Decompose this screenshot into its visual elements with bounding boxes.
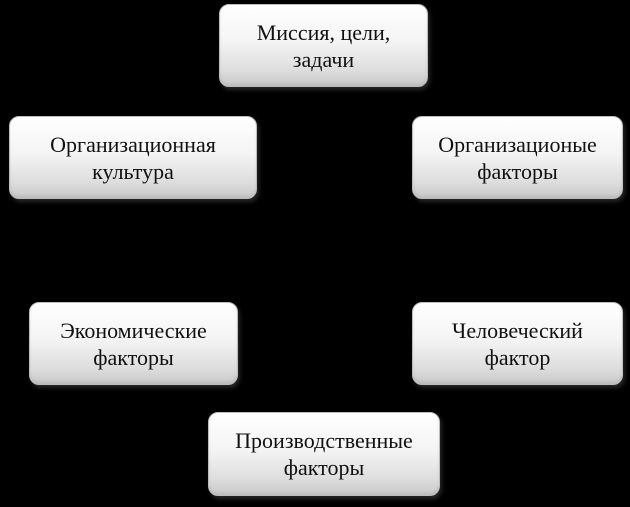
node-label: Экономические факторы	[60, 317, 207, 370]
node-label: Миссия, цели, задачи	[256, 19, 391, 72]
node-organizational-culture: Организационная культура	[9, 116, 257, 199]
node-label: Производственные факторы	[235, 428, 413, 480]
node-organizational-factors: Организационые факторы	[412, 116, 623, 199]
node-label: Организационная культура	[50, 131, 216, 184]
node-label: Организационые факторы	[438, 131, 597, 184]
node-mission-goals-tasks: Миссия, цели, задачи	[219, 4, 428, 87]
node-label: Человеческий фактор	[452, 317, 583, 370]
node-economic-factors: Экономические факторы	[29, 302, 238, 385]
node-production-factors: Производственные факторы	[208, 412, 440, 496]
node-human-factor: Человеческий фактор	[412, 302, 623, 385]
